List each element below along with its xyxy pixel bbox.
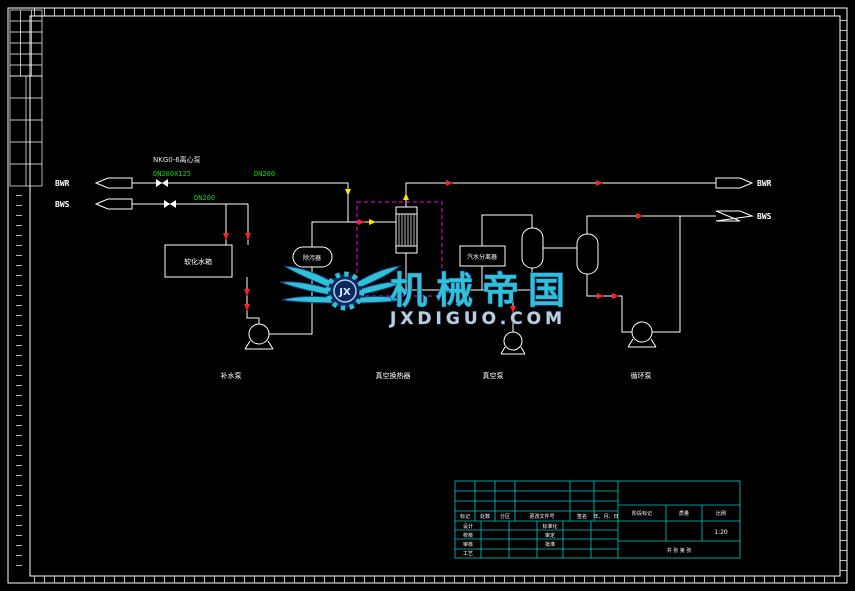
flow-arrow-right	[446, 180, 453, 186]
valve-icon	[164, 200, 176, 208]
tb-row-label: 校核	[463, 532, 473, 539]
flow-arrow-down	[244, 289, 250, 296]
watermark: JX 机械帝国 JXDIGUO.COM	[279, 265, 574, 329]
pipe-size-label: DN200X125	[153, 170, 191, 178]
strainer-vessel	[292, 246, 333, 268]
flow-arrow-right-yellow	[369, 219, 376, 225]
title-block: 标记 处数 分区 更改文件号 签名 年、月、日 设计 校核 审核 工艺 标准化 …	[454, 480, 741, 559]
flow-arrow-right	[358, 219, 365, 225]
pipe-size-label: DN200	[254, 170, 275, 178]
flow-arrow-down	[223, 233, 229, 240]
bws-left-label: BWS	[55, 200, 70, 209]
vacuum-vessel-2	[576, 233, 599, 275]
valve-symbols	[156, 179, 176, 208]
flow-arrow-right	[636, 213, 643, 219]
flow-arrow-down	[510, 306, 516, 313]
tb-row-label: 审定	[545, 532, 555, 539]
revision-strip-table	[9, 9, 43, 187]
tb-weight-label: 质量	[679, 510, 689, 517]
flow-arrow-right	[597, 293, 604, 299]
tb-row-label: 审核	[463, 541, 473, 548]
flow-arrows	[223, 180, 643, 313]
watermark-gear-icon: JX	[325, 271, 365, 311]
tb-sheet-label: 共 张 第 张	[667, 547, 692, 554]
valve-icon	[156, 179, 168, 187]
bws-left-flag-icon	[94, 198, 133, 210]
tb-header: 分区	[500, 513, 510, 520]
heat-exchanger	[395, 206, 418, 254]
bwr-right-flag-icon	[715, 177, 754, 189]
piping-lines	[132, 182, 716, 335]
pipeline-connection-flags	[94, 177, 754, 222]
equipment-shapes	[164, 206, 657, 355]
strainer-label: 除污器	[303, 254, 321, 262]
tank-label: 软化水箱	[184, 257, 212, 266]
tb-header: 年、月、日	[593, 513, 618, 520]
pump-3	[627, 321, 657, 348]
watermark-brand-text: 机械帝国	[390, 269, 574, 312]
bwr-right-label: BWR	[757, 179, 772, 188]
equipment-name-label: 补水泵	[221, 371, 242, 380]
tb-stage-label: 阶段标记	[632, 510, 652, 517]
equipment-name-label: 真空泵	[483, 371, 504, 380]
title-block-grid	[454, 480, 741, 559]
equipment-name-label: 循环泵	[631, 371, 652, 380]
pump-2	[500, 331, 526, 355]
watermark-wings-icon	[279, 265, 406, 304]
annotation-texts: BWR BWS BWR BWS NKG0-6离心泵 DN200X125 DN20…	[55, 155, 772, 380]
pump-1	[244, 323, 274, 350]
tb-row-label: 批准	[545, 541, 555, 548]
tb-header: 标记	[460, 513, 470, 520]
flow-arrow-right	[612, 293, 619, 299]
pipe-size-label: DN200	[194, 194, 215, 202]
tb-row-label: 工艺	[463, 551, 473, 557]
bws-right-label: BWS	[757, 212, 772, 221]
tb-row-label: 设计	[463, 523, 473, 530]
bwr-left-flag-icon	[94, 177, 133, 189]
bws-right-flag-icon	[715, 210, 754, 222]
tb-header: 签名	[577, 513, 587, 520]
tb-scale-label: 比例	[716, 510, 726, 517]
flow-arrow-up-yellow	[403, 193, 409, 200]
vacuum-vessel-1	[521, 227, 544, 269]
equipment-name-label: 真空换热器	[376, 371, 411, 380]
watermark-logo-text: JX	[338, 287, 351, 298]
drawing-frame	[7, 7, 848, 584]
flow-arrow-down	[245, 233, 251, 240]
pump-model-label: NKG0-6离心泵	[153, 155, 201, 164]
flow-arrow-down-yellow	[345, 189, 351, 196]
tb-row-label: 标准化	[542, 523, 557, 530]
separator-box	[459, 245, 506, 267]
title-block-texts: 标记 处数 分区 更改文件号 签名 年、月、日 设计 校核 审核 工艺 标准化 …	[460, 510, 728, 557]
bwr-left-label: BWR	[55, 179, 70, 188]
package-boundary-dashed-box	[356, 201, 443, 297]
separator-label: 汽水分离器	[467, 253, 497, 261]
watermark-site-text: JXDIGUO.COM	[389, 309, 566, 329]
flow-arrow-right	[596, 180, 603, 186]
tb-scale-value: 1:20	[714, 529, 728, 536]
water-tank	[164, 244, 233, 278]
flow-arrow-down	[244, 304, 250, 311]
tb-header: 处数	[480, 513, 490, 520]
tb-header: 更改文件号	[529, 513, 554, 520]
